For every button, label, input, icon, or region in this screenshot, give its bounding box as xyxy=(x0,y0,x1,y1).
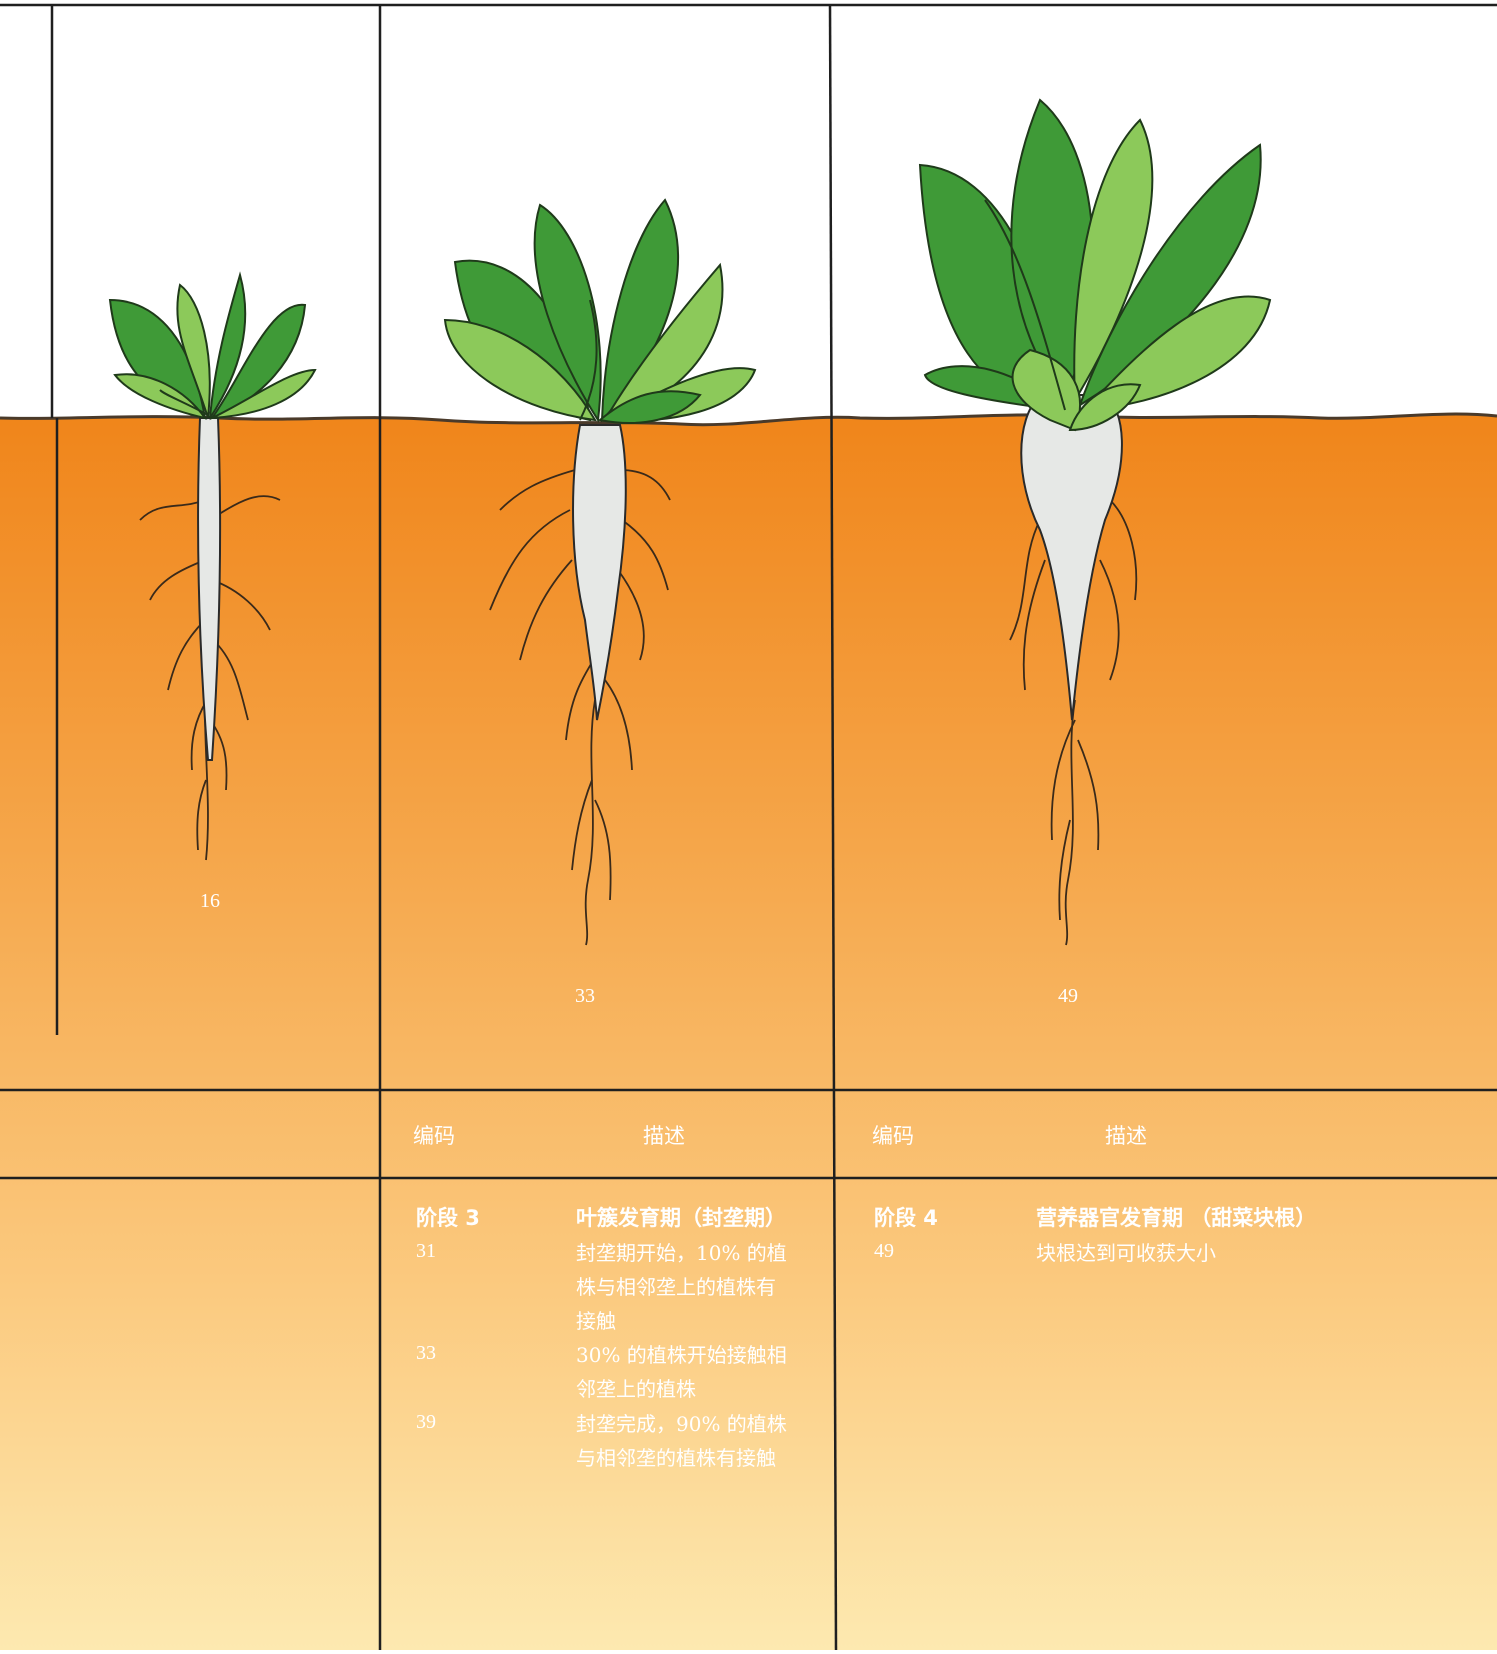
col1-row3-desc-line1: 封垄完成，90% 的植株 xyxy=(576,1407,787,1441)
col2-stage-code: 阶段 4 xyxy=(874,1202,938,1232)
col1-row1-desc-line3: 接触 xyxy=(576,1304,616,1338)
col1-stage-title: 叶簇发育期（封垄期） xyxy=(576,1202,786,1232)
plant-label-49: 49 xyxy=(1048,985,1088,1008)
col1-row3-desc-line2: 与相邻垄的植株有接触 xyxy=(576,1441,776,1475)
col2-row1-desc-line1: 块根达到可收获大小 xyxy=(1036,1236,1216,1270)
plant-label-16: 16 xyxy=(190,890,230,913)
col1-stage-code: 阶段 3 xyxy=(416,1202,480,1232)
col1-row3-code: 39 xyxy=(416,1411,436,1434)
col2-desc-header: 描述 xyxy=(1105,1120,1147,1150)
col2-row1-code: 49 xyxy=(874,1240,894,1263)
col1-row1-code: 31 xyxy=(416,1240,436,1263)
col1-row2-desc-line1: 30% 的植株开始接触相 xyxy=(576,1338,787,1372)
col1-row2-desc-line2: 邻垄上的植株 xyxy=(576,1372,696,1406)
col1-row2-code: 33 xyxy=(416,1342,436,1365)
col2-code-header: 编码 xyxy=(872,1120,914,1150)
col2-stage-title: 营养器官发育期 （甜菜块根） xyxy=(1036,1202,1316,1232)
col1-code-header: 编码 xyxy=(413,1120,455,1150)
col1-desc-header: 描述 xyxy=(643,1120,685,1150)
plant-label-33: 33 xyxy=(565,985,605,1008)
col1-row1-desc-line1: 封垄期开始，10% 的植 xyxy=(576,1236,787,1270)
col1-row1-desc-line2: 株与相邻垄上的植株有 xyxy=(576,1270,776,1304)
